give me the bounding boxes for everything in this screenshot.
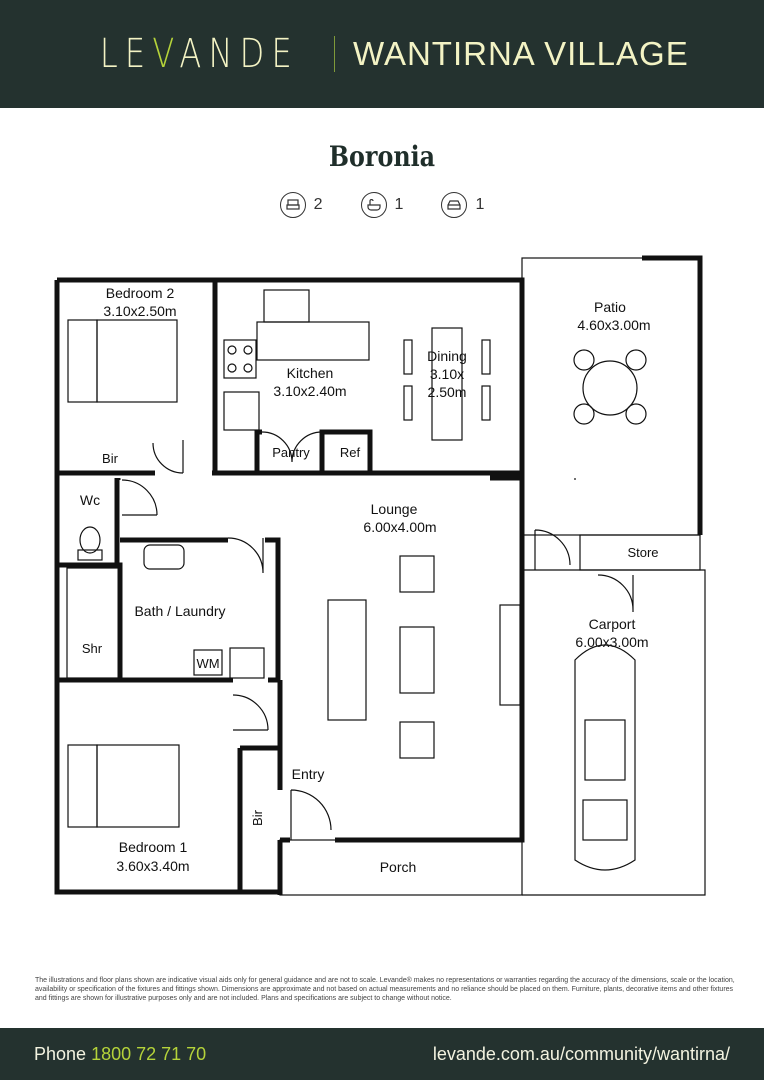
room-label-ref: Ref bbox=[340, 445, 361, 460]
bathrooms-count: 1 bbox=[394, 196, 404, 213]
bedrooms-count: 2 bbox=[313, 196, 323, 213]
bed-icon bbox=[279, 192, 306, 218]
room-label-store: Store bbox=[627, 545, 658, 560]
room-size-bedroom-2: 3.10x2.50m bbox=[103, 303, 176, 319]
room-size-dining-2: 2.50m bbox=[428, 384, 467, 400]
room-label-wc: Wc bbox=[80, 492, 100, 508]
room-label-shower: Shr bbox=[82, 641, 103, 656]
room-label-wm: WM bbox=[196, 656, 219, 671]
room-label-bir-side: Bir bbox=[250, 809, 265, 826]
room-label-kitchen: Kitchen bbox=[287, 365, 334, 381]
room-size-lounge: 6.00x4.00m bbox=[363, 519, 436, 535]
carspaces-count: 1 bbox=[475, 196, 485, 213]
room-size-kitchen: 3.10x2.40m bbox=[273, 383, 346, 399]
header: LEVANDE WANTIRNA VILLAGE bbox=[0, 0, 764, 108]
website-link[interactable]: levande.com.au/community/wantirna/ bbox=[432, 1043, 730, 1064]
footer: Phone 1800 72 71 70 levande.com.au/commu… bbox=[0, 1028, 764, 1080]
room-label-lounge: Lounge bbox=[371, 501, 418, 517]
phone-label: Phone bbox=[34, 1043, 87, 1064]
room-size-bedroom-1: 3.60x3.40m bbox=[116, 858, 189, 874]
bedrooms-spec: 2 bbox=[279, 192, 323, 218]
village-name: WANTIRNA VILLAGE bbox=[353, 35, 689, 72]
room-label-porch: Porch bbox=[380, 859, 417, 875]
room-label-patio: Patio bbox=[594, 299, 626, 315]
phone-number[interactable]: 1800 72 71 70 bbox=[91, 1043, 207, 1064]
room-label-entry: Entry bbox=[292, 766, 325, 782]
bath-icon bbox=[360, 192, 387, 218]
room-label-bir-top: Bir bbox=[102, 451, 119, 466]
carspaces-spec: 1 bbox=[441, 192, 484, 218]
room-label-bath-laundry: Bath / Laundry bbox=[134, 603, 225, 619]
room-size-dining-1: 3.10x bbox=[430, 366, 464, 382]
bathrooms-spec: 1 bbox=[360, 192, 404, 218]
room-label-dining: Dining bbox=[427, 348, 467, 364]
room-label-pantry: Pantry bbox=[272, 445, 310, 460]
levande-logo: LEVANDE bbox=[100, 31, 300, 77]
room-size-carport: 6.00x3.00m bbox=[575, 634, 648, 650]
walls bbox=[54, 255, 703, 895]
spec-row: 2 1 1 bbox=[0, 192, 764, 218]
phone: Phone 1800 72 71 70 bbox=[34, 1044, 206, 1065]
room-size-patio: 4.60x3.00m bbox=[577, 317, 650, 333]
room-label-carport: Carport bbox=[589, 616, 636, 632]
plan-title: Boronia bbox=[328, 140, 436, 173]
car-icon bbox=[441, 192, 468, 218]
divider bbox=[334, 36, 336, 72]
room-label-bedroom-2: Bedroom 2 bbox=[106, 285, 175, 301]
disclaimer: The illustrations and floor plans shown … bbox=[35, 977, 735, 1002]
room-label-bedroom-1: Bedroom 1 bbox=[119, 839, 188, 855]
thin-lines bbox=[66, 257, 706, 896]
floor-plan: Bedroom 2 3.10x2.50m Kitchen 3.10x2.40m … bbox=[54, 255, 706, 896]
